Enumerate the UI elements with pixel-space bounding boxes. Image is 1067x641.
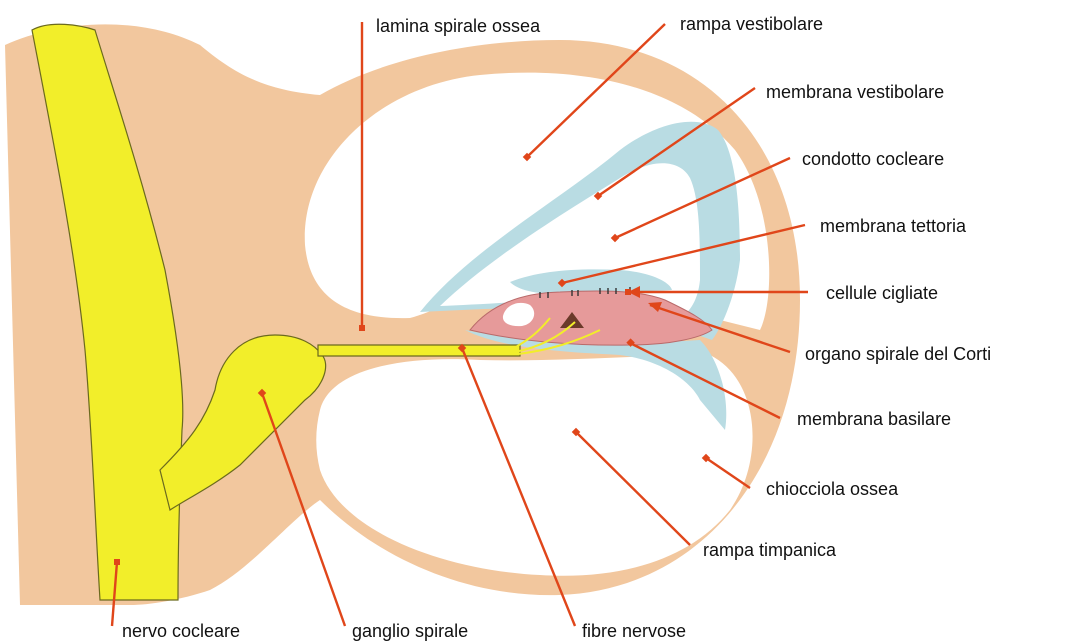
label-condotto-cocleare: condotto cocleare: [802, 149, 944, 169]
label-chiocciola-ossea: chiocciola ossea: [766, 479, 899, 499]
label-membrana-basilare: membrana basilare: [797, 409, 951, 429]
label-rampa-timpanica: rampa timpanica: [703, 540, 837, 560]
label-rampa-vestibolare: rampa vestibolare: [680, 14, 823, 34]
label-nervo-cocleare: nervo cocleare: [122, 621, 240, 641]
label-ganglio-spirale: ganglio spirale: [352, 621, 468, 641]
label-membrana-vestibolare: membrana vestibolare: [766, 82, 944, 102]
label-organo-spirale-del-corti: organo spirale del Corti: [805, 344, 991, 364]
label-fibre-nervose: fibre nervose: [582, 621, 686, 641]
label-lamina-spirale-ossea: lamina spirale ossea: [376, 16, 541, 36]
label-membrana-tettoria: membrana tettoria: [820, 216, 967, 236]
label-cellule-cigliate: cellule cigliate: [826, 283, 938, 303]
